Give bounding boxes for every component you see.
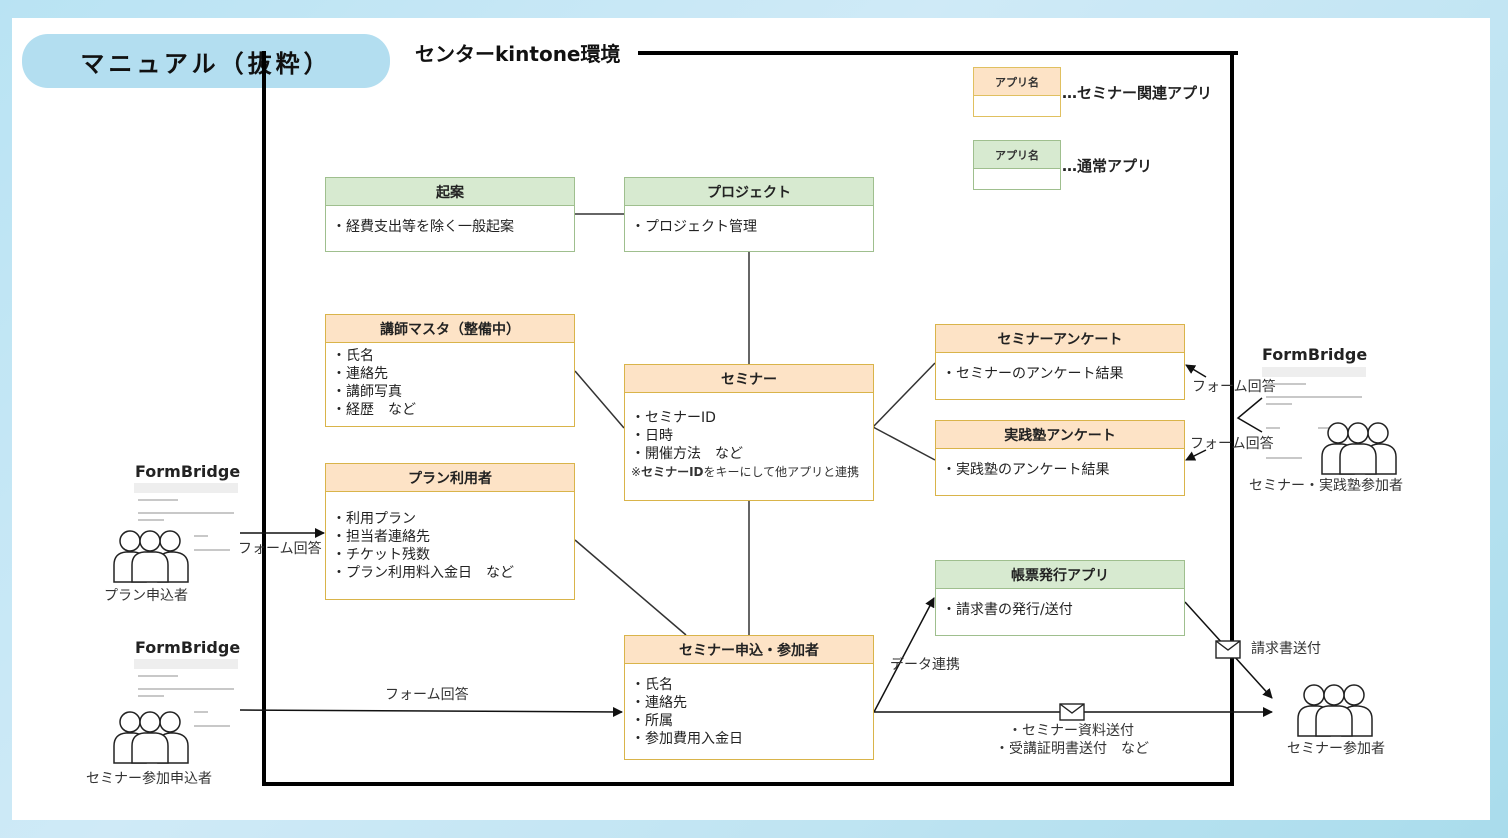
app-field: ・氏名 bbox=[631, 677, 673, 693]
note-prefix: ※ bbox=[631, 465, 642, 479]
app-field: ・プラン利用料入金日 など bbox=[332, 565, 514, 581]
app-field: ・セミナーID bbox=[631, 410, 716, 426]
app-lecturer-master[interactable]: 講師マスタ（整備中） ・氏名 ・連絡先 ・講師写真 ・経歴 など bbox=[325, 314, 575, 427]
people-group-icon bbox=[113, 530, 189, 583]
app-plan-users[interactable]: プラン利用者 ・利用プラン ・担当者連絡先 ・チケット残数 ・プラン利用料入金日… bbox=[325, 463, 575, 600]
actor-seminar-participants: セミナー参加者 bbox=[1287, 741, 1385, 757]
formbridge-title: FormBridge bbox=[135, 462, 241, 481]
app-title: セミナー申込・参加者 bbox=[625, 636, 873, 664]
app-project[interactable]: プロジェクト ・プロジェクト管理 bbox=[624, 177, 874, 252]
app-field: ・利用プラン bbox=[332, 511, 416, 527]
label-mail-certificate: ・受講証明書送付 など bbox=[995, 741, 1149, 757]
formbridge-form-thumbnail bbox=[134, 659, 238, 759]
environment-frame bbox=[262, 51, 1234, 786]
formbridge-title: FormBridge bbox=[135, 638, 241, 657]
app-title: 帳票発行アプリ bbox=[936, 561, 1184, 589]
app-field: ・実践塾のアンケート結果 bbox=[942, 462, 1110, 478]
app-title: 講師マスタ（整備中） bbox=[326, 315, 574, 343]
label-mail-materials: ・セミナー資料送付 bbox=[1008, 723, 1134, 739]
formbridge-form-thumbnail bbox=[1262, 367, 1366, 467]
label-data-link: データ連携 bbox=[890, 657, 960, 673]
app-seminar-applicants[interactable]: セミナー申込・参加者 ・氏名 ・連絡先 ・所属 ・参加費用入金日 bbox=[624, 635, 874, 760]
formbridge-title: FormBridge bbox=[1262, 345, 1368, 364]
legend-related-description: …セミナー関連アプリ bbox=[1062, 84, 1213, 102]
app-field: ・所属 bbox=[631, 713, 673, 729]
legend-related-app: アプリ名 bbox=[973, 67, 1061, 117]
legend-related-label: アプリ名 bbox=[974, 68, 1060, 96]
legend-normal-description: …通常アプリ bbox=[1062, 157, 1153, 175]
app-field: ・連絡先 bbox=[332, 366, 388, 382]
people-group-icon bbox=[113, 711, 189, 764]
app-title: セミナーアンケート bbox=[936, 325, 1184, 353]
app-title: 実践塾アンケート bbox=[936, 421, 1184, 449]
seminar-key-note: ※セミナーIDをキーにして他アプリと連携 bbox=[631, 463, 867, 481]
app-field: ・参加費用入金日 bbox=[631, 731, 743, 747]
app-invoice[interactable]: 帳票発行アプリ ・請求書の発行/送付 bbox=[935, 560, 1185, 636]
people-group-icon bbox=[1321, 422, 1397, 475]
actor-plan-applicant: プラン申込者 bbox=[104, 588, 188, 604]
app-field: ・セミナーのアンケート結果 bbox=[942, 366, 1124, 382]
app-field: ・プロジェクト管理 bbox=[631, 219, 757, 235]
app-field: ・開催方法 など bbox=[631, 446, 743, 462]
environment-title: センターkintone環境 bbox=[415, 42, 621, 66]
people-group-icon bbox=[1297, 684, 1373, 737]
label-form-answer: フォーム回答 bbox=[385, 687, 469, 703]
app-title: セミナー bbox=[625, 365, 873, 393]
app-field: ・連絡先 bbox=[631, 695, 687, 711]
actor-seminar-jissen-participants: セミナー・実践塾参加者 bbox=[1249, 478, 1403, 494]
label-form-answer: フォーム回答 bbox=[1190, 436, 1274, 452]
app-field: ・経歴 など bbox=[332, 402, 416, 418]
app-title: 起案 bbox=[326, 178, 574, 206]
formbridge-form-thumbnail bbox=[134, 483, 238, 583]
app-title: プロジェクト bbox=[625, 178, 873, 206]
app-field: ・講師写真 bbox=[332, 384, 402, 400]
app-seminar[interactable]: セミナー ・セミナーID ・日時 ・開催方法 など ※セミナーIDをキーにして他… bbox=[624, 364, 874, 501]
app-title: プラン利用者 bbox=[326, 464, 574, 492]
manual-badge: マニュアル（抜粋） bbox=[22, 34, 390, 88]
label-form-answer: フォーム回答 bbox=[1192, 379, 1276, 395]
app-kian[interactable]: 起案 ・経費支出等を除く一般起案 bbox=[325, 177, 575, 252]
app-field: ・氏名 bbox=[332, 348, 374, 364]
environment-frame-top bbox=[638, 51, 1238, 55]
app-field: ・請求書の発行/送付 bbox=[942, 602, 1073, 618]
app-field: ・日時 bbox=[631, 428, 673, 444]
legend-normal-app: アプリ名 bbox=[973, 140, 1061, 190]
note-rest: をキーにして他アプリと連携 bbox=[703, 465, 860, 479]
actor-seminar-applicant: セミナー参加申込者 bbox=[86, 771, 212, 787]
app-jissen-survey[interactable]: 実践塾アンケート ・実践塾のアンケート結果 bbox=[935, 420, 1185, 496]
app-field: ・チケット残数 bbox=[332, 547, 430, 563]
legend-normal-label: アプリ名 bbox=[974, 141, 1060, 169]
note-key: セミナーID bbox=[641, 465, 704, 479]
app-field: ・担当者連絡先 bbox=[332, 529, 430, 545]
label-invoice-send: 請求書送付 bbox=[1251, 641, 1321, 657]
label-form-answer: フォーム回答 bbox=[238, 541, 322, 557]
app-field: ・経費支出等を除く一般起案 bbox=[332, 219, 514, 235]
app-seminar-survey[interactable]: セミナーアンケート ・セミナーのアンケート結果 bbox=[935, 324, 1185, 400]
